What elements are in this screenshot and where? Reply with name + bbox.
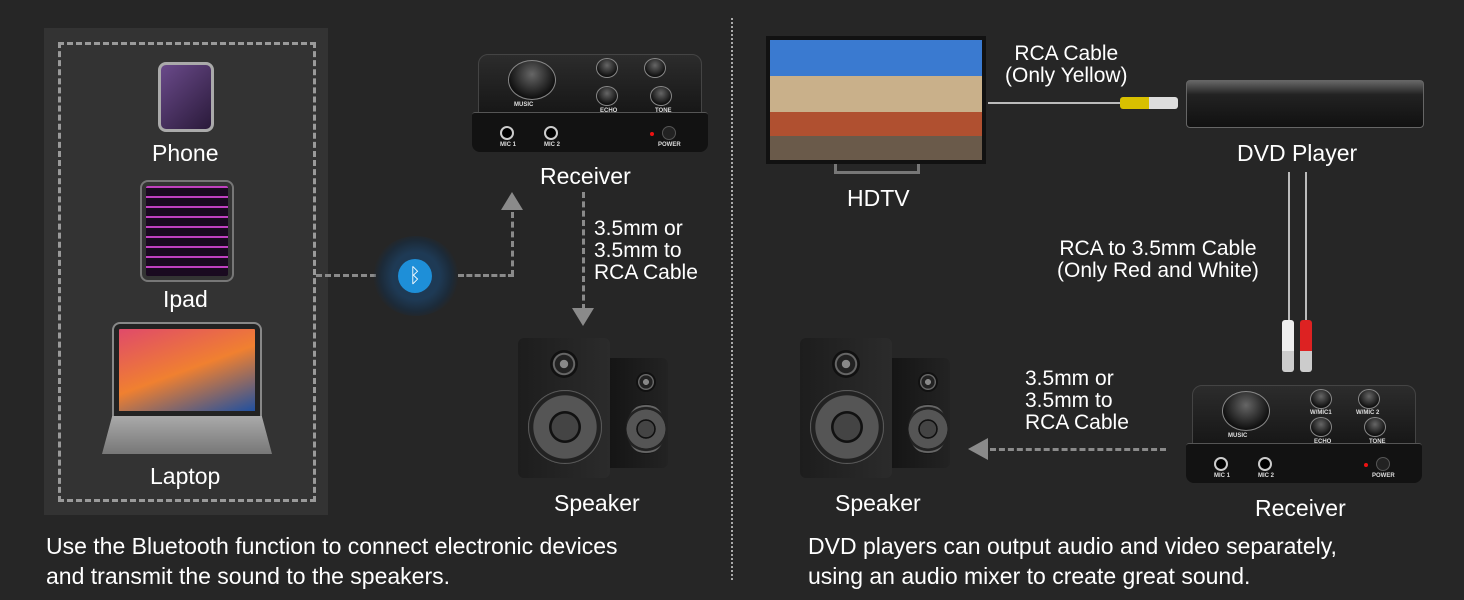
cable-label-line: 3.5mm or bbox=[594, 217, 683, 240]
receiver-right-label: Receiver bbox=[1255, 495, 1346, 521]
phone-image bbox=[158, 62, 214, 132]
rca-to-35-label: RCA to 3.5mm Cable (Only Red and White) bbox=[1057, 238, 1259, 282]
cable-label-line: 3.5mm or bbox=[1025, 367, 1114, 390]
cable-label-line: RCA Cable bbox=[1025, 411, 1129, 434]
cable-label-line: 3.5mm to bbox=[594, 239, 682, 262]
bt-line-left bbox=[316, 274, 376, 277]
laptop-keyboard bbox=[102, 416, 272, 454]
receiver-left-label: Receiver bbox=[540, 163, 631, 189]
left-caption: Use the Bluetooth function to connect el… bbox=[46, 531, 618, 591]
arrow-up-icon bbox=[501, 192, 523, 210]
rca-red-white-cable bbox=[1305, 172, 1307, 322]
cable-line-left bbox=[582, 192, 585, 310]
tone-marking: TONE bbox=[655, 108, 672, 114]
right-caption: DVD players can output audio and video s… bbox=[808, 531, 1337, 591]
echo-marking: ECHO bbox=[1314, 439, 1332, 445]
speaker-right-image bbox=[800, 338, 960, 478]
tone-marking: TONE bbox=[1369, 439, 1386, 445]
receiver-right: MUSIC W/MIC1 W/MIC 2 ECHO TONE MIC 1 MIC… bbox=[1186, 385, 1422, 485]
rca-yellow-cable bbox=[988, 102, 1120, 104]
wmic2-marking: W/MIC 2 bbox=[1356, 410, 1380, 416]
laptop-image bbox=[112, 322, 262, 418]
music-marking: MUSIC bbox=[514, 102, 534, 108]
bt-line-right bbox=[458, 274, 514, 277]
laptop-label: Laptop bbox=[150, 463, 221, 489]
ipad-label: Ipad bbox=[163, 286, 208, 312]
music-marking: MUSIC bbox=[1228, 433, 1248, 439]
hdtv-label: HDTV bbox=[847, 185, 910, 211]
rca-label-line: (Only Yellow) bbox=[1005, 64, 1128, 87]
mic1-marking: MIC 1 bbox=[1214, 473, 1231, 479]
mic2-marking: MIC 2 bbox=[1258, 473, 1275, 479]
bluetooth-icon: ᛒ bbox=[398, 259, 432, 293]
speaker-right-label: Speaker bbox=[835, 490, 921, 516]
rca-red-plug bbox=[1300, 320, 1312, 372]
cable-label-left: 3.5mm or 3.5mm to RCA Cable bbox=[594, 218, 698, 284]
cable-line-right bbox=[990, 448, 1166, 451]
rca35-label-line: (Only Red and White) bbox=[1057, 259, 1259, 282]
rca-red-white-cable bbox=[1288, 172, 1290, 322]
hdtv-image bbox=[766, 36, 986, 164]
arrow-left-icon bbox=[968, 438, 988, 460]
speaker-left-label: Speaker bbox=[554, 490, 640, 516]
hdtv-stand bbox=[834, 164, 920, 174]
caption-line: using an audio mixer to create great sou… bbox=[808, 563, 1251, 589]
speaker-left-image bbox=[518, 338, 678, 478]
bt-line-up bbox=[511, 212, 514, 276]
receiver-left: MUSIC ECHO TONE MIC 1 MIC 2 POWER bbox=[472, 54, 708, 154]
caption-line: DVD players can output audio and video s… bbox=[808, 533, 1337, 559]
section-divider bbox=[731, 18, 733, 580]
dvd-player-label: DVD Player bbox=[1237, 140, 1358, 166]
mic1-marking: MIC 1 bbox=[500, 142, 517, 148]
power-marking: POWER bbox=[1372, 473, 1395, 479]
caption-line: Use the Bluetooth function to connect el… bbox=[46, 533, 618, 559]
dvd-player-image bbox=[1186, 80, 1424, 128]
ipad-image bbox=[140, 180, 234, 282]
caption-line: and transmit the sound to the speakers. bbox=[46, 563, 451, 589]
cable-label-line: RCA Cable bbox=[594, 261, 698, 284]
rca-label-line: RCA Cable bbox=[1014, 42, 1119, 65]
cable-label-right: 3.5mm or 3.5mm to RCA Cable bbox=[1025, 368, 1129, 434]
power-marking: POWER bbox=[658, 142, 681, 148]
mic2-marking: MIC 2 bbox=[544, 142, 561, 148]
rca35-label-line: RCA to 3.5mm Cable bbox=[1059, 237, 1257, 260]
devices-dashed-frame bbox=[58, 42, 316, 502]
rca-yellow-plug bbox=[1120, 97, 1178, 109]
cable-label-line: 3.5mm to bbox=[1025, 389, 1113, 412]
rca-white-plug bbox=[1282, 320, 1294, 372]
echo-marking: ECHO bbox=[600, 108, 618, 114]
arrow-down-icon bbox=[572, 308, 594, 326]
rca-cable-label: RCA Cable (Only Yellow) bbox=[1005, 43, 1128, 87]
phone-label: Phone bbox=[152, 140, 219, 166]
wmic1-marking: W/MIC1 bbox=[1310, 410, 1332, 416]
